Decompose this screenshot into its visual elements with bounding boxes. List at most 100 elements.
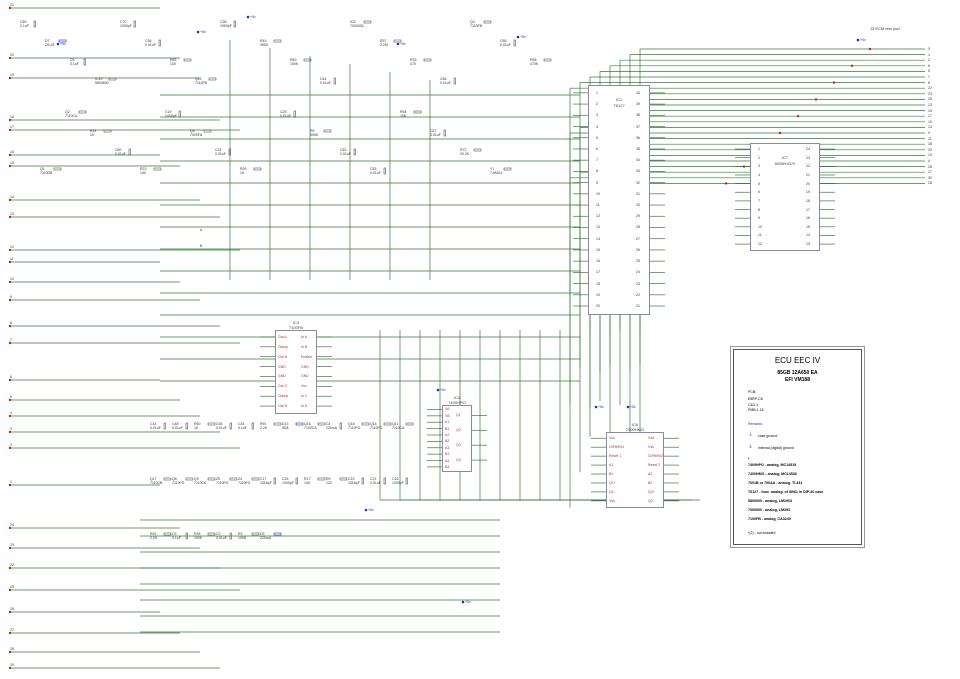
resistor-symbol	[393, 39, 402, 43]
component-value: 0.01uF	[280, 114, 291, 118]
component-ref: R23	[140, 167, 147, 171]
ic-pin-right: 25	[636, 259, 640, 264]
left-terminal-label: 29	[10, 663, 14, 667]
component-symbol	[295, 422, 304, 426]
component-ref: Q16	[304, 422, 311, 426]
junction-dot	[8, 128, 12, 132]
component-ref: C14	[150, 422, 157, 426]
resistor-symbol	[273, 422, 282, 426]
component-value: 2.2K	[150, 536, 158, 540]
component-ref: Q17	[150, 477, 157, 481]
left-terminal-label: 9	[10, 295, 12, 299]
connector-pin-label: 14	[928, 125, 932, 130]
component-value: 7110FB	[195, 81, 207, 85]
code: EFI VM188	[784, 377, 810, 383]
component-ref: C48	[172, 422, 179, 426]
component-value: 1000pF	[220, 24, 232, 28]
component-value: 1000pF	[282, 481, 294, 485]
component-ref: Q6	[172, 477, 177, 481]
power-icon	[196, 30, 200, 34]
left-terminal-label: 28	[10, 647, 14, 651]
ic-pin-right: 36	[636, 135, 640, 140]
component-symbol	[208, 77, 217, 81]
ic-pin-right: Q4	[456, 458, 461, 463]
component-ref: D3	[260, 532, 265, 536]
power-icon	[56, 42, 60, 46]
component-ref: C23	[348, 477, 355, 481]
component-ref: Q3	[470, 20, 475, 24]
ic-pin-left: 17	[596, 270, 600, 275]
ic-pin-left: 12	[758, 242, 762, 247]
component-ref: IC8	[350, 20, 356, 24]
ic-pin-left: 1	[758, 147, 760, 152]
ic-pin-left: Out A	[278, 334, 287, 339]
ic-pin-left: 14	[596, 236, 600, 241]
connector-pin-label: 13	[928, 103, 932, 107]
junction-dot	[8, 260, 12, 264]
ic-pin-left: B4	[445, 464, 450, 469]
resistor-symbol	[251, 532, 260, 536]
power-label: +5v	[598, 405, 604, 409]
ic-pin-right: Enable	[301, 354, 312, 359]
junction-dot	[8, 526, 12, 530]
connector-pin-label: 22	[928, 86, 932, 91]
connector-pin-label: 8	[928, 80, 930, 85]
component-ref: R92	[150, 532, 157, 536]
component-value: 2.2M	[380, 43, 388, 47]
junction-dot	[8, 164, 12, 168]
ic-pin-right: 32	[636, 180, 640, 185]
component-ref: R91	[260, 422, 267, 426]
capacitor-symbol	[293, 110, 296, 118]
component-ref: Z4	[238, 477, 243, 481]
power-label: +5v	[200, 30, 206, 34]
ic-pin-left: 15	[596, 247, 600, 252]
connector-pin-label: 26	[928, 181, 932, 186]
junction-dot	[778, 131, 782, 135]
left-terminal-label: 16	[10, 150, 14, 154]
left-terminal-label: 5	[10, 395, 12, 399]
resistor-symbol	[183, 58, 192, 62]
component-symbol	[58, 39, 67, 43]
ic-pin-right: In A	[301, 334, 308, 339]
left-terminal-label: 23	[10, 543, 14, 547]
component-ref: C17	[260, 477, 267, 481]
power-icon	[461, 600, 465, 604]
left-terminal-label: 22	[10, 563, 14, 567]
remarks-label: Remarks:	[748, 422, 763, 426]
left-terminal-label: 12	[10, 245, 14, 249]
component-ref: C25	[280, 110, 287, 114]
ic-pin-right: 22	[806, 164, 810, 169]
component-value: 0.01uF	[172, 426, 183, 430]
component-ref: D13	[282, 422, 289, 426]
ic-pin-left: A1	[445, 420, 450, 425]
ic-pin-right: Q2+	[648, 489, 655, 494]
resistor-symbol	[253, 167, 262, 171]
connector-pin-label: 20	[928, 147, 932, 152]
ic-value: T6127	[613, 103, 625, 108]
capacitor-symbol	[128, 148, 131, 156]
ic-pin-left: 18	[596, 281, 600, 286]
connector-pin-label: 18	[928, 142, 932, 147]
ic-pin-right: Vss	[648, 445, 654, 450]
junction-dot	[8, 666, 12, 670]
connector-pin-label: 19	[928, 119, 932, 124]
ic-pin-right: 35	[636, 146, 640, 151]
ic-value: 7100FB	[288, 324, 303, 330]
connector-pin-label: 7	[928, 75, 930, 79]
ic-pin-left: 16	[596, 259, 600, 264]
ic-pin-left: Vss	[609, 498, 615, 503]
analog-note: T6127 - func. analog. of i8061 in DIP-40…	[748, 490, 824, 494]
component-value: 0.01uF	[145, 43, 156, 47]
component-value: 220mA	[326, 426, 338, 430]
